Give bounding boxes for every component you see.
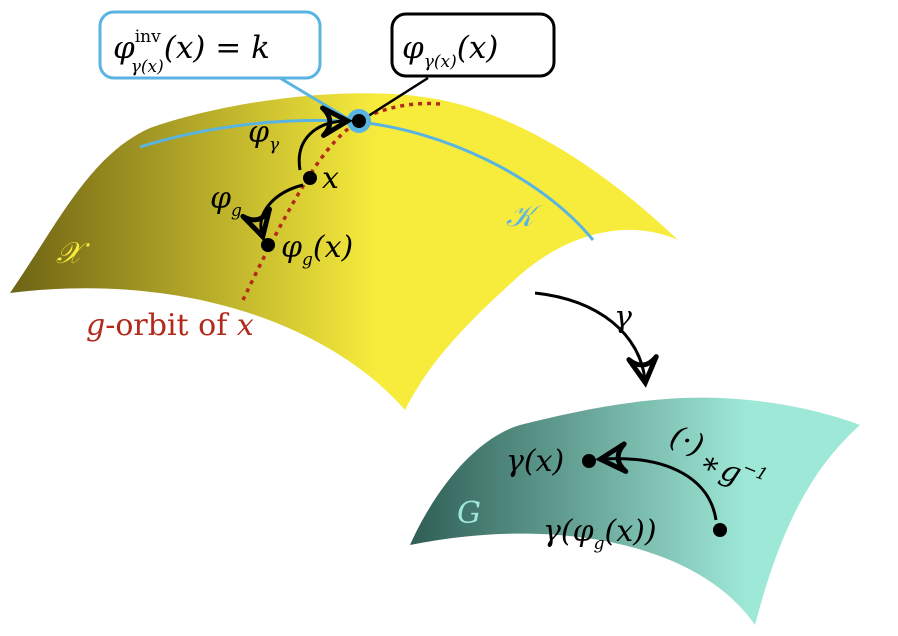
g-orbit-curve-tail [365,101,441,119]
group-surface [410,397,860,625]
g-orbit-curve [241,119,361,301]
arrow-right-action [595,441,718,521]
phi-gamma-point [352,114,366,128]
label-phi-g: φg [210,181,242,221]
callout-right-label: φγ(x)(x) [402,30,498,72]
orbit-caption: g-orbit of x [86,308,254,343]
callout-right-box [390,12,556,78]
label-gamma-x: γ(x) [506,444,564,479]
arrow-phi-gamma [297,105,353,171]
point-gamma-x [582,454,596,468]
callout-right-pointer [361,76,429,122]
label-gamma-map: γ [614,300,632,335]
label-gamma-phi-g-x: γ(φg(x)) [543,514,657,554]
label-point-phi-g-x: φg(x) [281,230,353,270]
point-x [303,171,317,185]
arrow-phi-g [240,183,304,242]
label-phi-gamma: φγ [248,115,280,155]
callout-left-box [98,10,322,80]
label-group: G [457,496,481,531]
point-gamma-phi-g-x [713,523,727,537]
point-phi-g-x [261,238,275,252]
arrow-gamma-map [534,291,659,388]
label-point-x: x [322,161,339,196]
